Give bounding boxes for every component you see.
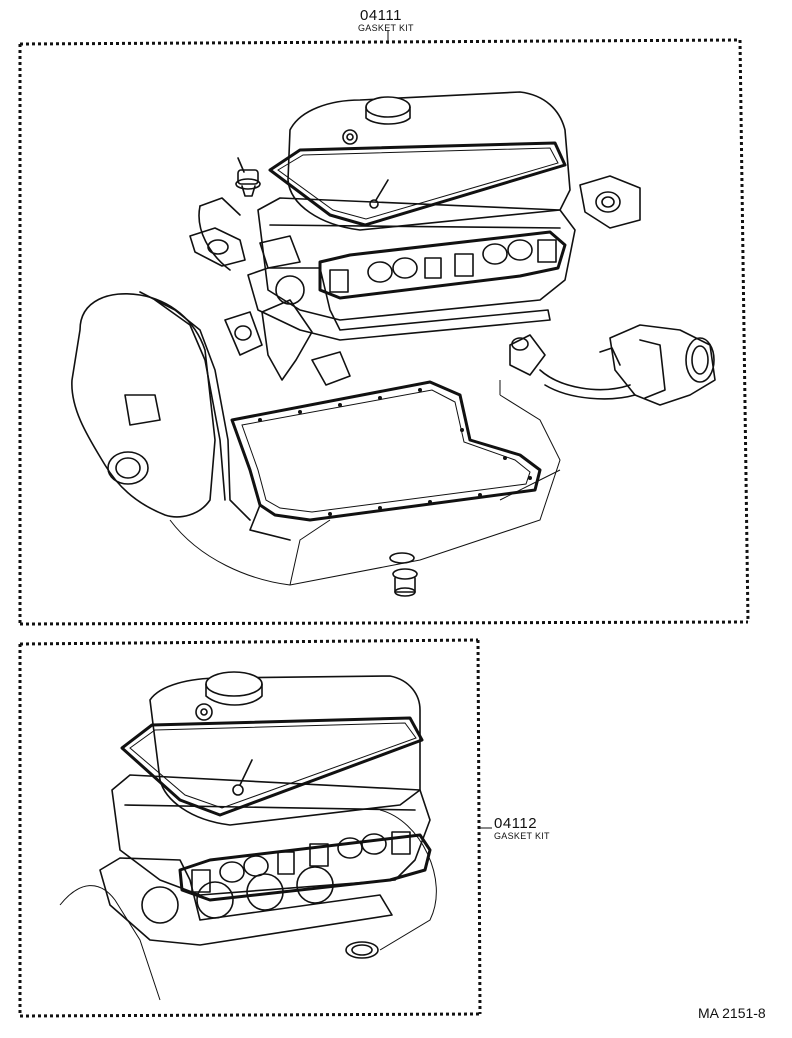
water-pump xyxy=(509,324,716,406)
drain-plug xyxy=(389,552,418,597)
thermostat-gasket xyxy=(579,175,641,229)
timing-cover xyxy=(71,291,251,521)
kit-04112-frame xyxy=(18,638,492,1018)
full-engine-gasket-drawing xyxy=(71,91,716,597)
fuel-pump-gasket xyxy=(224,311,263,356)
kit-04111-frame xyxy=(18,30,750,626)
cylinder-head xyxy=(247,197,576,341)
illustration-reference: MA 2151-8 xyxy=(698,1005,766,1021)
kit-04111-part-number: 04111 xyxy=(360,7,402,24)
valve-cover xyxy=(268,91,571,231)
water-outlet-gasket xyxy=(189,227,246,267)
kit-04112-name: GASKET KIT xyxy=(494,831,550,841)
kit-04112-part-number: 04112 xyxy=(494,815,538,832)
oil-pressure-switch xyxy=(235,157,261,197)
oil-pan-gasket xyxy=(230,380,542,541)
kit-04111-name: GASKET KIT xyxy=(358,23,414,33)
head-gasket-set-drawing xyxy=(59,671,437,1001)
